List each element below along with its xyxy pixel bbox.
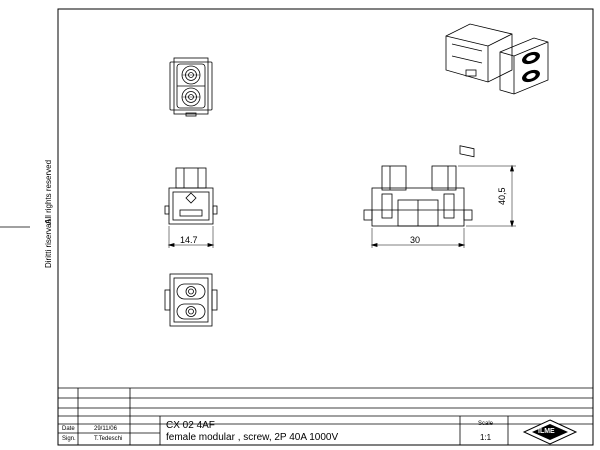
scale-label: Scale: [478, 421, 494, 427]
side-width-dimension: 30: [410, 235, 421, 245]
title-block: [58, 387, 593, 445]
sign-label: Sign.: [62, 436, 76, 442]
logo-text: ILME: [538, 428, 555, 435]
scale-value: 1:1: [480, 433, 492, 442]
top-view: [169, 57, 213, 117]
side-view: [363, 164, 516, 248]
front-width-dimension: 14.7: [180, 235, 198, 245]
ilme-logo: [522, 419, 578, 445]
part-code: CX 02 4AF: [166, 420, 215, 431]
side-height-dimension: 40,5: [497, 187, 507, 205]
isometric-view: [445, 23, 549, 158]
date-value: 29/11/06: [94, 426, 117, 432]
sign-value: T.Tedeschi: [94, 436, 123, 442]
sheet-border: [57, 8, 594, 446]
bottom-view: [164, 273, 218, 327]
front-view: [164, 167, 218, 248]
date-label: Date: [62, 426, 75, 432]
rights-reserved-text: All rights reserved: [44, 159, 53, 224]
diritti-riservati-text: Diritti riservati: [44, 219, 53, 268]
part-description: female modular , screw, 2P 40A 1000V: [166, 432, 339, 443]
